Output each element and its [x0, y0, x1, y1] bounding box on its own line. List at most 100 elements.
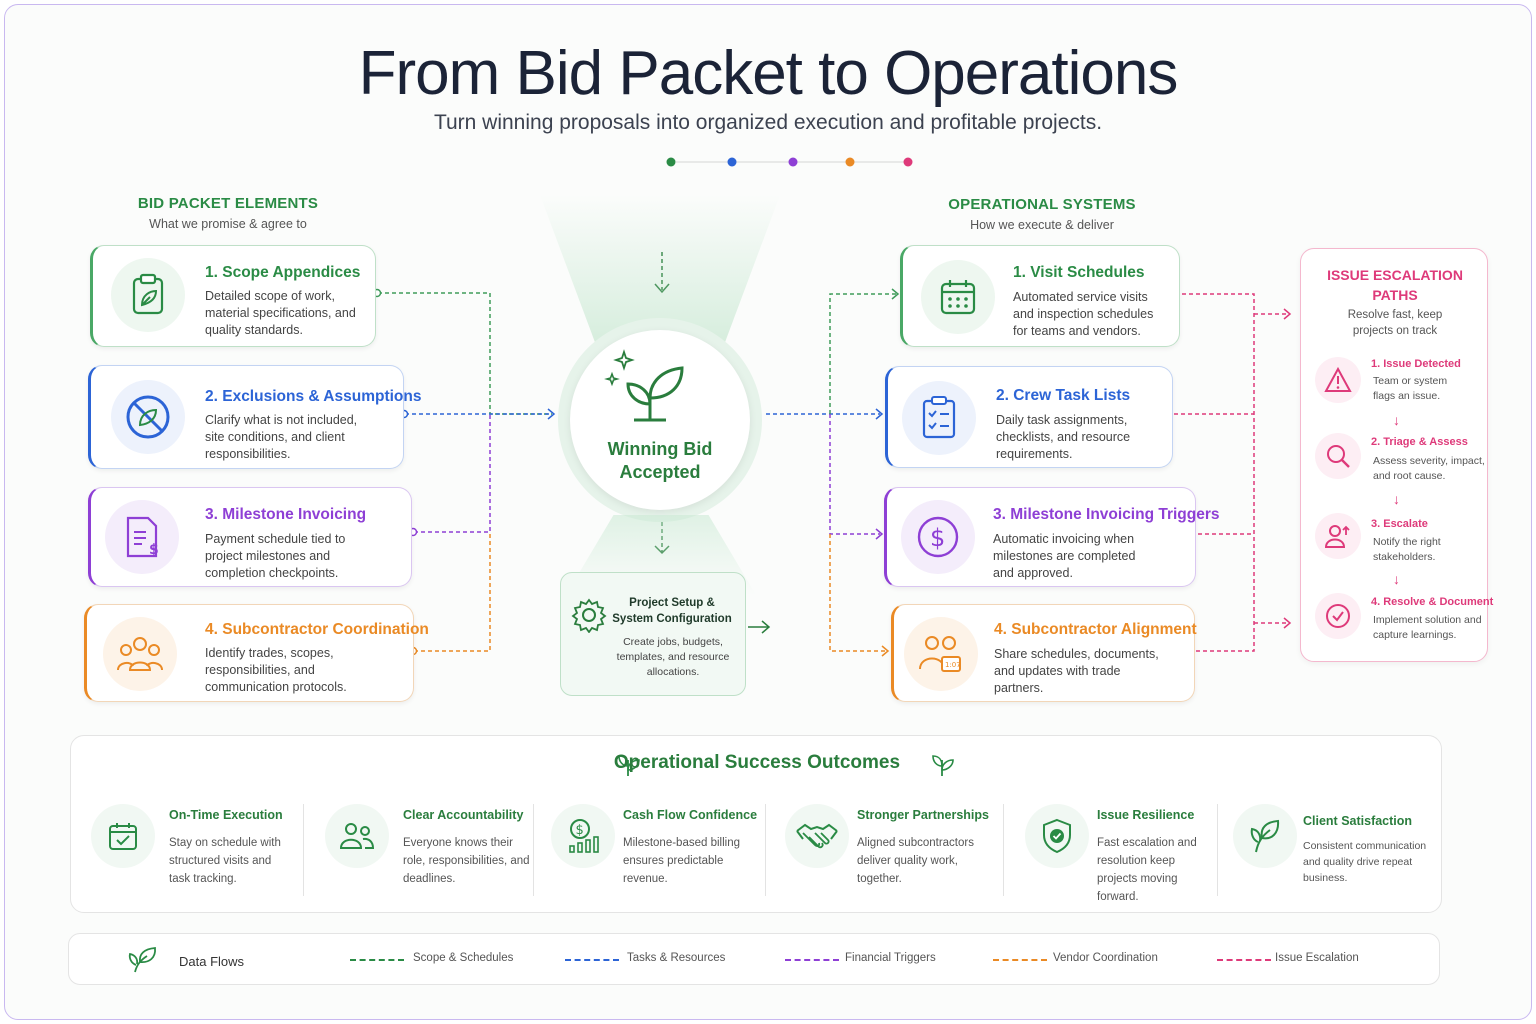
ops-card-visit-schedules[interactable]: 1. Visit Schedules Automated service vis… [900, 245, 1180, 347]
setup-title: Project Setup & System Configuration [607, 595, 737, 627]
legend-label: Vendor Coordination [1053, 952, 1158, 964]
legend-line-green [350, 959, 404, 961]
ops-card-title: 4. Subcontractor Alignment [994, 621, 1197, 638]
outcome-desc: Aligned subcontractors deliver quality w… [857, 837, 974, 885]
ops-card-title: 3. Milestone Invoicing Triggers [993, 506, 1220, 523]
gear-icon [571, 597, 607, 638]
bid-card-milestone-invoicing[interactable]: $ 3. Milestone Invoicing Payment schedul… [88, 487, 412, 587]
escalation-sub: Resolve fast, keep projects on track [1347, 309, 1443, 337]
calendar-icon [921, 260, 995, 334]
sprout-icon [604, 348, 694, 433]
ops-card-crew-task-lists[interactable]: 2. Crew Task Lists Daily task assignment… [885, 366, 1173, 468]
leaf-icon [1233, 804, 1297, 868]
ops-subheading: How we execute & deliver [970, 218, 1114, 232]
bid-card-desc: Identify trades, scopes, responsibilitie… [205, 646, 347, 694]
handshake-icon [785, 804, 849, 868]
legend-line-pink [1217, 959, 1271, 961]
leaf-icon [127, 946, 159, 979]
escalation-step-desc: Implement solution and capture learnings… [1373, 614, 1482, 641]
legend-label: Scope & Schedules [413, 952, 514, 964]
cash-chart-icon: $ [551, 804, 615, 868]
leaf-sprig-icon [613, 752, 643, 783]
escalation-step-desc: Team or system flags an issue. [1373, 375, 1448, 402]
outcome-desc: Everyone knows their role, responsibilit… [403, 837, 530, 885]
escalation-heading-line1: ISSUE ESCALATION [1327, 267, 1463, 283]
escalation-heading-line2: PATHS [1372, 287, 1418, 303]
svg-text:$: $ [576, 823, 584, 838]
setup-desc: Create jobs, budgets, templates, and res… [616, 636, 730, 678]
warning-icon [1315, 357, 1361, 403]
bid-card-title: 3. Milestone Invoicing [205, 506, 367, 523]
partners-icon: 1:07 [904, 617, 978, 691]
outcome-desc: Milestone-based billing ensures predicta… [623, 837, 740, 885]
escalate-person-icon [1315, 513, 1361, 559]
bid-card-exclusions[interactable]: 2. Exclusions & Assumptions Clarify what… [88, 365, 421, 469]
outcome-title: Clear Accountability [403, 808, 524, 822]
legend-line-purple [785, 959, 839, 961]
step-arrow-icon: ↓ [1393, 491, 1400, 507]
shield-check-icon [1025, 804, 1089, 868]
bid-card-subcontractor-coordination[interactable]: 4. Subcontractor Coordination Identify t… [84, 604, 429, 702]
dollar-icon: $ [901, 500, 975, 574]
setup-title-line2: System Configuration [612, 613, 732, 625]
bid-heading: BID PACKET ELEMENTS [137, 195, 319, 212]
divider [303, 804, 304, 896]
outcome-desc: Consistent communication and quality dri… [1303, 840, 1427, 884]
ops-section-heading: OPERATIONAL SYSTEMS How we execute & del… [932, 196, 1152, 232]
ops-card-title: 2. Crew Task Lists [996, 387, 1131, 404]
outcomes-panel: Operational Success Outcomes On-Time Exe… [70, 735, 1442, 913]
bid-card-desc: Clarify what is not included, site condi… [205, 413, 358, 461]
calendar-check-icon [91, 804, 155, 868]
no-leaf-icon [111, 380, 185, 454]
legend-line-blue [565, 959, 619, 961]
escalation-step-title: 2. Triage & Assess [1371, 436, 1468, 448]
bid-card-scope-appendices[interactable]: 1. Scope Appendices Detailed scope of wo… [90, 245, 376, 347]
winning-bid-hub[interactable]: Winning Bid Accepted [570, 330, 750, 510]
step-arrow-icon: ↓ [1393, 412, 1400, 428]
ops-card-title: 1. Visit Schedules [1013, 264, 1145, 281]
hub-label: Winning Bid Accepted [570, 438, 750, 484]
legend-label: Tasks & Resources [627, 952, 726, 964]
escalation-step-title: 3. Escalate [1371, 518, 1428, 530]
people-icon [325, 804, 389, 868]
bid-card-desc: Detailed scope of work, material specifi… [205, 289, 356, 337]
invoice-icon: $ [105, 500, 179, 574]
escalation-step-desc: Assess severity, impact, and root cause. [1373, 455, 1485, 482]
ops-card-subcontractor-alignment[interactable]: 1:07 4. Subcontractor Alignment Share sc… [891, 604, 1197, 702]
page-title: From Bid Packet to Operations [358, 39, 1179, 108]
legend-line-orange [993, 959, 1047, 961]
outcome-desc: Fast escalation and resolution keep proj… [1097, 837, 1197, 903]
ops-card-desc: Automatic invoicing when milestones are … [993, 532, 1136, 580]
outcome-title: On-Time Execution [169, 808, 283, 822]
escalation-panel: ISSUE ESCALATION PATHS Resolve fast, kee… [1300, 248, 1493, 662]
legend-title: Data Flows [179, 954, 245, 969]
hub-label-line2: Accepted [619, 462, 701, 482]
clipboard-leaf-icon [111, 258, 185, 332]
bid-subheading: What we promise & agree to [149, 217, 307, 231]
svg-text:$: $ [930, 524, 945, 552]
divider [765, 804, 766, 896]
page-subtitle: Turn winning proposals into organized ex… [433, 111, 1103, 134]
step-arrow-icon: ↓ [1393, 571, 1400, 587]
bid-card-title: 1. Scope Appendices [205, 264, 361, 281]
divider [1217, 804, 1218, 896]
outcome-title: Client Satisfaction [1303, 814, 1413, 828]
outcome-title: Cash Flow Confidence [623, 808, 758, 822]
outcome-title: Stronger Partnerships [857, 808, 989, 822]
legend-label: Financial Triggers [845, 952, 936, 964]
outcomes-title: Operational Success Outcomes [613, 752, 901, 773]
divider [533, 804, 534, 896]
check-circle-icon [1315, 593, 1361, 639]
search-icon [1315, 433, 1361, 479]
ops-card-milestone-triggers[interactable]: $ 3. Milestone Invoicing Triggers Automa… [884, 487, 1220, 587]
setup-title-line1: Project Setup & [629, 597, 715, 609]
bid-card-desc: Payment schedule tied to project milesto… [205, 532, 346, 580]
outcome-title: Issue Resilience [1097, 808, 1195, 822]
escalation-step-title: 4. Resolve & Document [1371, 596, 1494, 608]
project-setup-card[interactable]: Project Setup & System Configuration Cre… [560, 572, 746, 696]
legend-bar: Data Flows Scope & Schedules Tasks & Res… [68, 933, 1440, 985]
escalation-step-title: 1. Issue Detected [1371, 358, 1461, 370]
bid-card-title: 2. Exclusions & Assumptions [205, 388, 422, 405]
ops-heading: OPERATIONAL SYSTEMS [948, 196, 1136, 213]
ops-card-desc: Daily task assignments, checklists, and … [996, 413, 1131, 461]
